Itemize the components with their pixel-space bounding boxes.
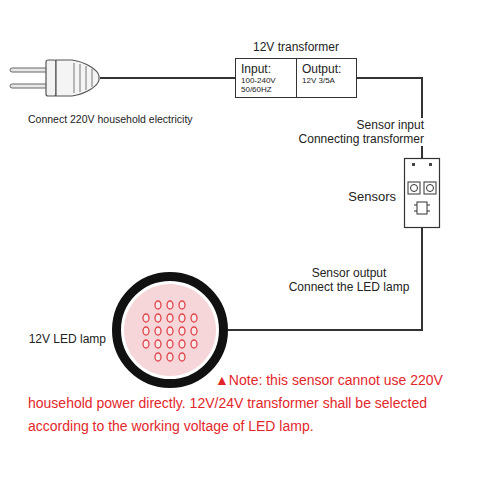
plug-caption: Connect 220V household electricity bbox=[28, 113, 193, 125]
led-bead bbox=[191, 327, 197, 335]
output-label: Output: bbox=[302, 62, 352, 76]
transformer-title: 12V transformer bbox=[216, 40, 376, 54]
led-bead bbox=[155, 353, 161, 361]
box-cell: Input:100-240V 50/60HZ bbox=[236, 59, 296, 97]
led-bead bbox=[179, 340, 185, 348]
led-bead bbox=[191, 314, 197, 322]
led-bead bbox=[167, 353, 173, 361]
led-bead bbox=[143, 327, 149, 335]
led-bead bbox=[167, 340, 173, 348]
wire-label: Sensor output Connect the LED lamp bbox=[288, 266, 409, 294]
wire bbox=[100, 77, 235, 79]
input-rating: 100-240V 50/60HZ bbox=[241, 76, 292, 94]
led-bead bbox=[167, 301, 173, 309]
led-bead bbox=[155, 327, 161, 335]
box-cell: Output:12V 3/5A bbox=[296, 59, 356, 97]
led-bead bbox=[191, 340, 197, 348]
warning-note: ▲Note: this sensor cannot use 220V house… bbox=[28, 369, 483, 438]
led-bead bbox=[143, 340, 149, 348]
wire bbox=[228, 228, 422, 330]
led-bead bbox=[179, 301, 185, 309]
led-bead bbox=[143, 314, 149, 322]
sensor-module: Sensors bbox=[404, 158, 440, 228]
led-bead bbox=[155, 314, 161, 322]
input-label: Input: bbox=[241, 62, 292, 76]
transformer-box: Input:100-240V 50/60HZOutput:12V 3/5A12V… bbox=[235, 58, 357, 98]
power-plug: Connect 220V household electricity bbox=[10, 56, 100, 100]
led-bead bbox=[167, 327, 173, 335]
sensor-illustration bbox=[404, 158, 440, 228]
wire-label: Sensor input Connecting transformer bbox=[298, 118, 424, 146]
sensor-caption: Sensors bbox=[348, 189, 396, 204]
led-lamp: 12V LED lamp bbox=[112, 272, 228, 388]
led-bead bbox=[167, 314, 173, 322]
led-bead bbox=[155, 340, 161, 348]
output-rating: 12V 3/5A bbox=[302, 76, 352, 85]
lamp-caption: 12V LED lamp bbox=[29, 332, 106, 346]
plug-illustration bbox=[10, 56, 100, 100]
lamp-illustration bbox=[112, 272, 228, 388]
led-bead bbox=[179, 353, 185, 361]
led-bead bbox=[155, 301, 161, 309]
led-bead bbox=[179, 327, 185, 335]
led-bead bbox=[179, 314, 185, 322]
